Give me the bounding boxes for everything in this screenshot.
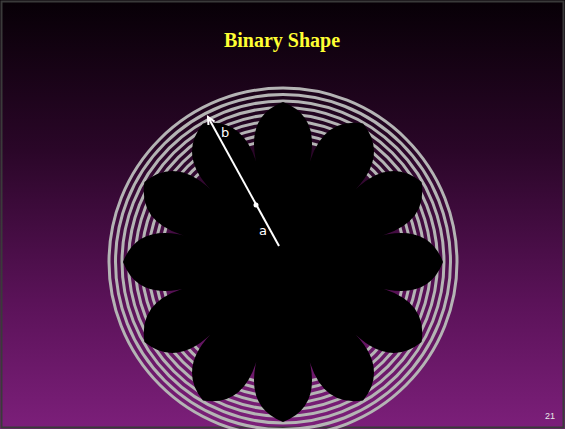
arrow-line xyxy=(208,117,279,246)
flower-shape xyxy=(123,102,443,422)
arrow-dot xyxy=(254,203,259,208)
measure-arrow xyxy=(208,117,279,246)
ring xyxy=(122,101,444,423)
segment-label: a xyxy=(259,224,267,237)
ring xyxy=(116,95,451,429)
segment-label: b xyxy=(221,126,229,139)
concentric-rings xyxy=(109,88,457,429)
arrow-head xyxy=(208,117,215,125)
ring xyxy=(109,88,457,429)
slide-number: 21 xyxy=(545,412,555,421)
slide-title: Binary Shape xyxy=(224,30,340,50)
